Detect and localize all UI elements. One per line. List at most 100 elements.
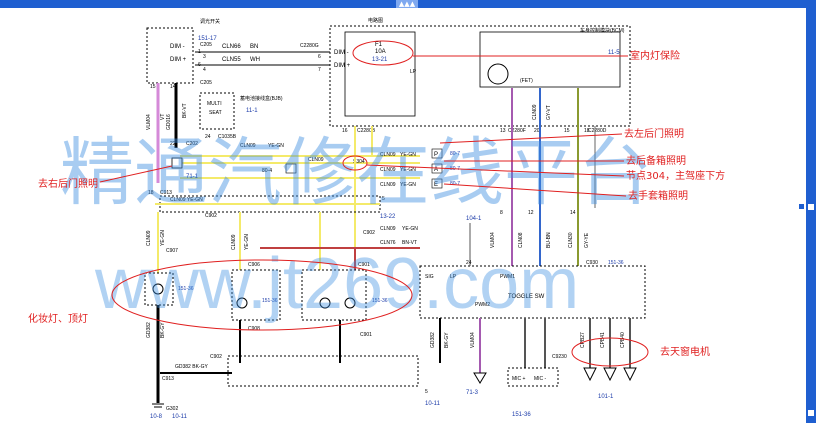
scroll-knob-icon[interactable] xyxy=(808,410,814,416)
wire-bkvt: BK-VT xyxy=(182,103,188,118)
wire-cln66: CLN66 xyxy=(222,44,241,50)
bjb-conn: C1035B xyxy=(218,134,237,140)
br-wire-3: VLM04 xyxy=(470,332,476,348)
bcm-lp: LP xyxy=(410,69,417,75)
bcm-pin-15: 15 xyxy=(564,128,570,134)
note-rear-right: 去右后门照明 xyxy=(38,177,98,190)
scroll-knob-icon[interactable] xyxy=(808,204,814,210)
bcm-pin-18: 18 xyxy=(584,128,590,134)
pin-4: 4 xyxy=(203,67,206,73)
lamp-bulb-icon xyxy=(319,297,331,309)
right-wire-1: VLM04 xyxy=(490,232,496,248)
lamp-wire-c5: CLN09 xyxy=(231,234,237,250)
lamp-ref-2: 151-36 xyxy=(262,298,278,304)
splice-tap-icon xyxy=(171,157,183,169)
mic-pos: MIC + xyxy=(512,376,526,382)
bcm-conn-f: C2280F xyxy=(508,128,526,134)
bcm-fuse-box xyxy=(344,31,416,117)
conn-e: E xyxy=(434,182,438,188)
ground-g302: G302 xyxy=(166,406,178,412)
map-lamp-box xyxy=(301,269,367,321)
lamp-bulb-icon xyxy=(152,283,164,295)
mic-neg: MIC - xyxy=(534,376,547,382)
bcm-dim-neg: DIM - xyxy=(334,50,349,56)
bottom-bus-c913: C913 xyxy=(162,376,174,382)
note-trunk: 去后备箱照明 xyxy=(626,154,686,167)
lamp-wire-c4: BN-VT xyxy=(402,240,417,246)
connector-arrow-icon xyxy=(603,367,617,382)
scrollbar[interactable] xyxy=(806,8,816,423)
toggle-pin-24: 24 xyxy=(466,260,472,266)
lamp-ref-3: 151-36 xyxy=(372,298,388,304)
toggle-sig: SIG xyxy=(425,274,434,280)
bottom-bus-box xyxy=(227,355,419,387)
splice-q-icon xyxy=(285,163,297,174)
left-conn2: C205 xyxy=(200,80,212,86)
watermark-url: www.jt269.com xyxy=(94,244,579,324)
wire-cln55-color: WH xyxy=(250,57,260,63)
br-wire-1: GD382 xyxy=(430,332,436,348)
bcm-pin-13: 13 xyxy=(500,128,506,134)
bcm-top-label: 电路图 xyxy=(368,17,383,24)
bcm-fet-box xyxy=(479,31,621,88)
node-highlight xyxy=(342,155,368,171)
note-vanity: 化妆灯、顶灯 xyxy=(28,312,88,325)
bottom-bus-conn: C902 xyxy=(210,354,222,360)
conn-ref-3: 80-7 xyxy=(450,181,460,187)
gnd-wire-2: BK-GY xyxy=(160,322,166,338)
right-wire-3-color: GY-YE xyxy=(584,232,590,248)
mic-box xyxy=(507,367,559,387)
br-c9230: C9230 xyxy=(552,354,567,360)
bcm-pin-20: 20 xyxy=(534,128,540,134)
lamp-bulb-icon xyxy=(236,297,248,309)
bcm-box xyxy=(329,25,631,127)
lamp-highlight xyxy=(111,259,413,331)
ground-ref2: 10-11 xyxy=(172,414,188,420)
bcm-ref: 11-5 xyxy=(608,50,620,56)
bus-ref: 13-22 xyxy=(380,214,396,220)
lamp-wire-c1: CLN09 xyxy=(146,230,152,246)
toggle-pwm2: PWM2 xyxy=(475,302,490,308)
lamp-wire-c6: YE-GN xyxy=(244,234,250,250)
fuse-highlight xyxy=(352,40,414,66)
note-rear-left: 去左后门照明 xyxy=(624,127,684,140)
wire-cln55: CLN55 xyxy=(222,57,241,63)
splice-node: 80-4 xyxy=(262,168,272,174)
sunroof-highlight xyxy=(571,337,649,367)
lamp-bulb-icon xyxy=(344,297,356,309)
bjb-multi: MULTI xyxy=(207,101,222,107)
splice-wire-3-color: YE-GN xyxy=(400,152,416,158)
lamp-ref-1: 151-36 xyxy=(178,286,194,292)
wire-vlm04: VLM04 xyxy=(146,114,152,130)
br-wire-4: CPB27 xyxy=(580,332,586,348)
br-wire-5: CPB41 xyxy=(600,332,606,348)
br-wire-6: CPB40 xyxy=(620,332,626,348)
left-pin4: 14 xyxy=(170,84,176,90)
splice-wire-1: CLN09 xyxy=(240,143,256,149)
pin-6: 6 xyxy=(318,54,321,60)
window-title-bar[interactable]: ▲▲▲ xyxy=(0,0,816,8)
lamp-c902: C902 xyxy=(363,230,375,236)
collapse-grip-icon[interactable]: ▲▲▲ xyxy=(396,0,418,8)
bcm-pin-16: 16 xyxy=(342,128,348,134)
diagram-canvas: 调光开关 151-17 DIM - DIM + C205 C205 1 6 15… xyxy=(0,8,806,423)
splice-wire-4-color: YE-GN xyxy=(400,167,416,173)
note-node304: 节点304，主驾座下方 xyxy=(626,169,725,182)
toggle-c930: C930 xyxy=(586,260,598,266)
toggle-pin-14: 14 xyxy=(570,210,576,216)
conn-a: A xyxy=(434,167,438,173)
gnd-wire-1: GD382 xyxy=(146,322,152,338)
lamp-wire-c2: YE-GN xyxy=(160,230,166,246)
left-module-ref: 151-17 xyxy=(198,36,217,42)
pin-3: 3 xyxy=(203,54,206,60)
toggle-box xyxy=(419,265,646,319)
br-ref1: 71-3 xyxy=(466,390,479,396)
left-conn1: C205 xyxy=(200,42,212,48)
conn-c202: C202 xyxy=(186,141,198,147)
toggle-pwm1: PWM1 xyxy=(500,274,515,280)
bus-pin18: 18 xyxy=(148,190,154,196)
ground-ref: 10-8 xyxy=(150,414,163,420)
bjb-ref: 11-1 xyxy=(246,108,258,114)
splice-wire-5: CLN09 xyxy=(380,182,396,188)
bus-conn: C902 xyxy=(205,213,217,219)
